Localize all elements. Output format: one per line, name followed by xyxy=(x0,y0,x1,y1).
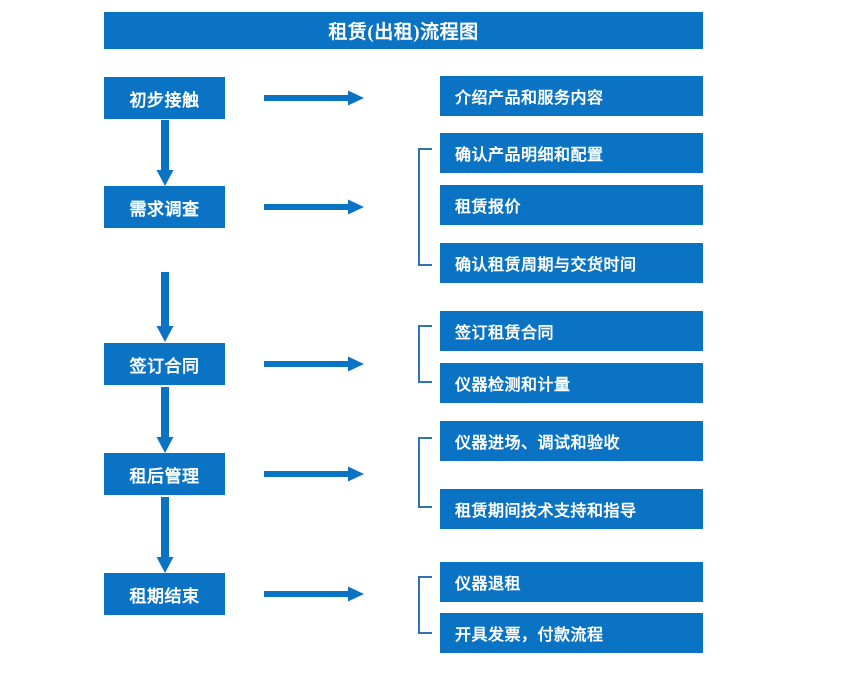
detail-box-kaiju-fapiao-fukuan[interactable]: 开具发票，付款流程 xyxy=(440,613,703,653)
stage-box-xuqiu-diaocha[interactable]: 需求调查 xyxy=(104,186,225,228)
stage-box-zuhou-guanli[interactable]: 租后管理 xyxy=(104,453,225,495)
detail-box-jieshao-chanpin-fuwu[interactable]: 介绍产品和服务内容 xyxy=(440,76,703,116)
flow-arrow-down-3 xyxy=(156,387,174,453)
group-bracket-stage-4 xyxy=(418,437,432,508)
branch-arrow-right-1 xyxy=(264,90,364,106)
stage-box-zuqi-jieshu[interactable]: 租期结束 xyxy=(104,573,225,615)
detail-box-queren-zulin-zhouqi[interactable]: 确认租赁周期与交货时间 xyxy=(440,243,703,283)
detail-box-yiqi-jinchang-tiaoshi[interactable]: 仪器进场、调试和验收 xyxy=(440,421,703,461)
flow-arrow-down-1 xyxy=(156,120,174,186)
group-bracket-stage-5 xyxy=(418,576,432,634)
detail-box-yiqi-tuizu[interactable]: 仪器退租 xyxy=(440,562,703,602)
branch-arrow-right-2 xyxy=(264,199,364,215)
detail-box-yiqi-jiance-jiliang[interactable]: 仪器检测和计量 xyxy=(440,363,703,403)
group-bracket-stage-2 xyxy=(418,148,432,266)
detail-box-qianding-zulin-hetong[interactable]: 签订租赁合同 xyxy=(440,311,703,351)
branch-arrow-right-5 xyxy=(264,586,364,602)
stage-box-chubu-jiechu[interactable]: 初步接触 xyxy=(104,77,225,119)
group-bracket-stage-3 xyxy=(418,325,432,383)
flow-arrow-down-2 xyxy=(156,272,174,342)
page-title: 租赁(出租)流程图 xyxy=(104,12,703,49)
detail-box-zulin-qijian-jishu[interactable]: 租赁期间技术支持和指导 xyxy=(440,489,703,529)
branch-arrow-right-4 xyxy=(264,466,364,482)
branch-arrow-right-3 xyxy=(264,356,364,372)
flow-arrow-down-4 xyxy=(156,497,174,573)
detail-box-queren-chanpin-mingxi[interactable]: 确认产品明细和配置 xyxy=(440,133,703,173)
detail-box-zulin-baojia[interactable]: 租赁报价 xyxy=(440,185,703,225)
stage-box-qianding-hetong[interactable]: 签订合同 xyxy=(104,343,225,385)
